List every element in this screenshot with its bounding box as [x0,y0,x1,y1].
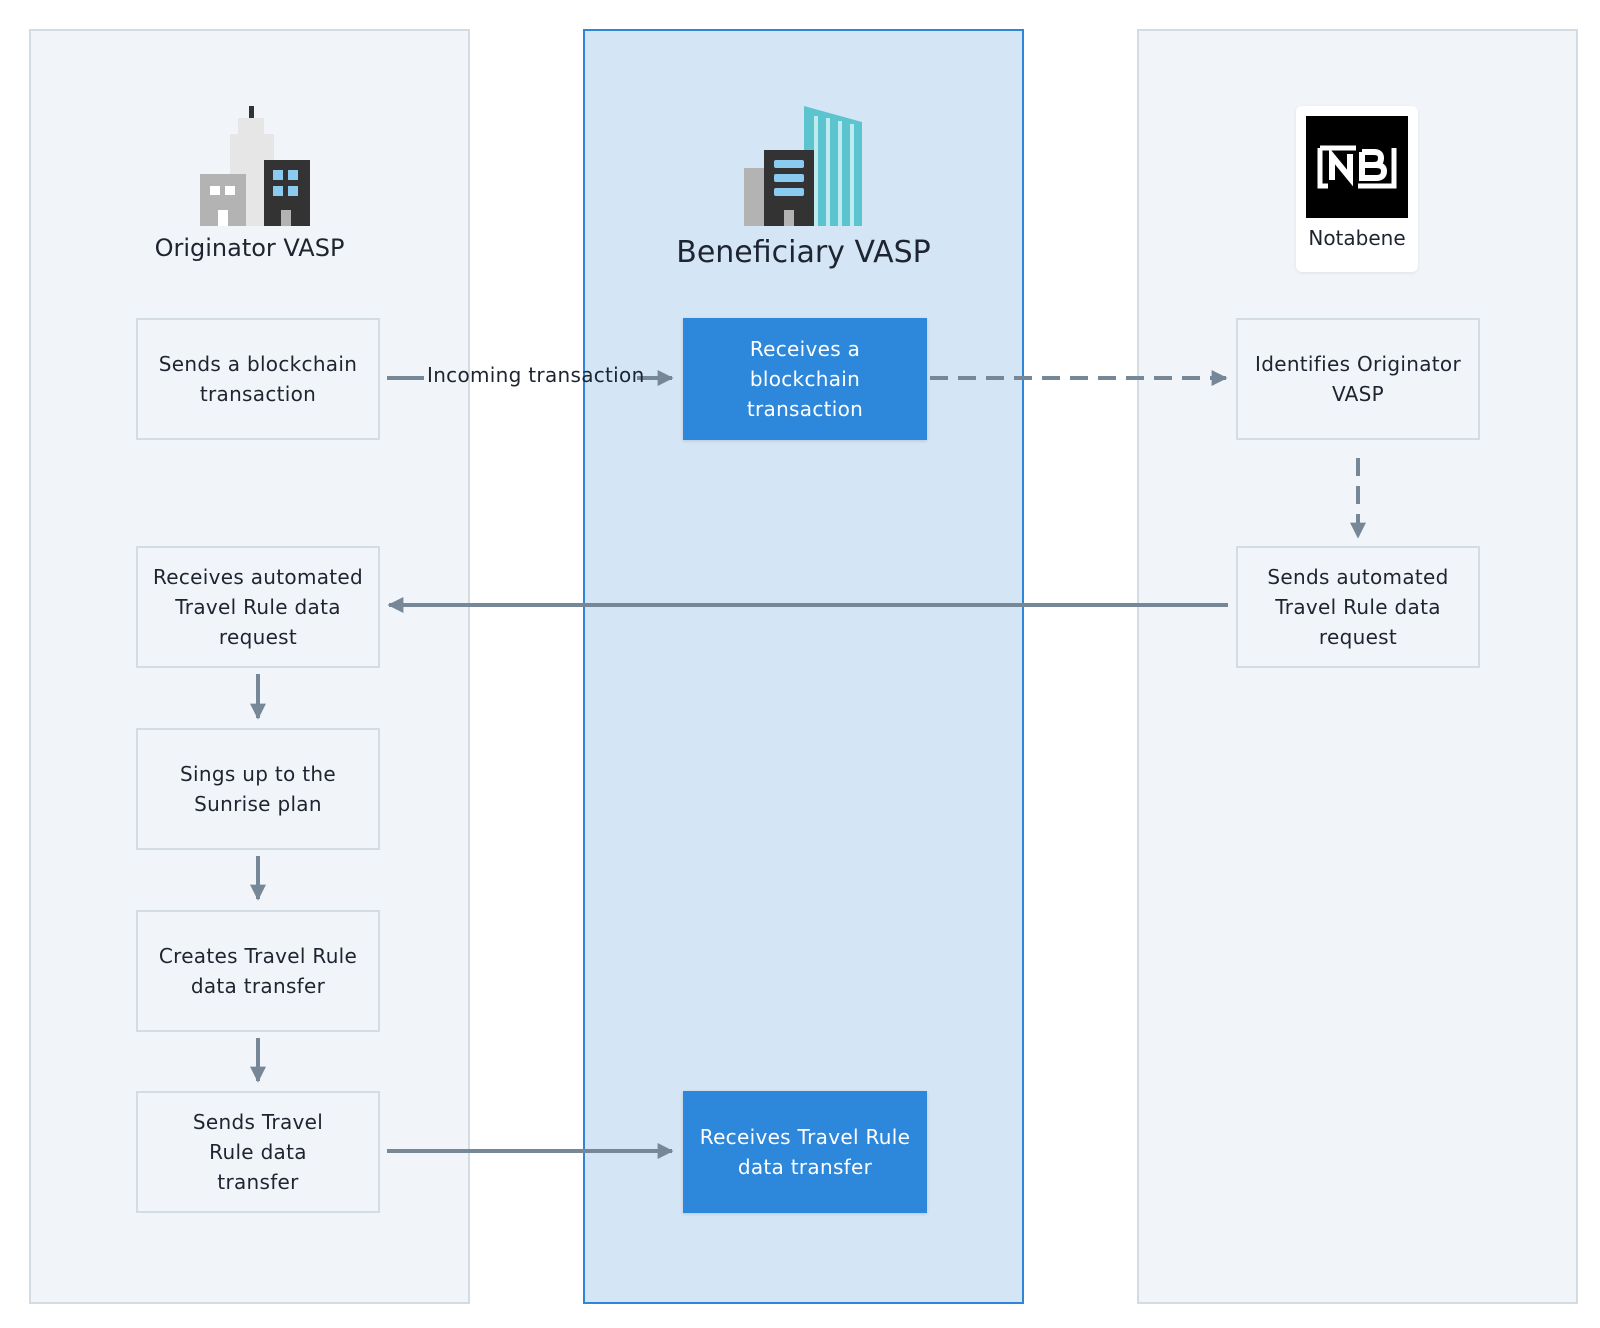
node-receives-data-transfer: Receives Travel Rule data transfer [683,1091,927,1213]
originator-lane-title: Originator VASP [154,234,345,262]
node-signs-up-sunrise: Sings up to the Sunrise plan [136,728,380,850]
beneficiary-lane-title: Beneficiary VASP [676,235,931,270]
node-identifies-originator-vasp: Identifies Originator VASP [1236,318,1480,440]
node-creates-data-transfer: Creates Travel Rule data transfer [136,910,380,1032]
originator-buildings-icon [200,106,310,226]
notabene-logo-icon [1306,116,1408,218]
notabene-card: Notabene [1296,106,1418,272]
node-sends-blockchain-transaction: Sends a blockchain transaction [136,318,380,440]
node-sends-automated-request: Sends automated Travel Rule data request [1236,546,1480,668]
node-sends-data-transfer: Sends Travel Rule data transfer [136,1091,380,1213]
node-receives-automated-request: Receives automated Travel Rule data requ… [136,546,380,668]
notabene-lane-title: Notabene [1308,226,1406,250]
incoming-transaction-label: Incoming transaction [427,363,645,387]
node-receives-blockchain-transaction: Receives a blockchain transaction [683,318,927,440]
beneficiary-buildings-icon [744,106,862,226]
